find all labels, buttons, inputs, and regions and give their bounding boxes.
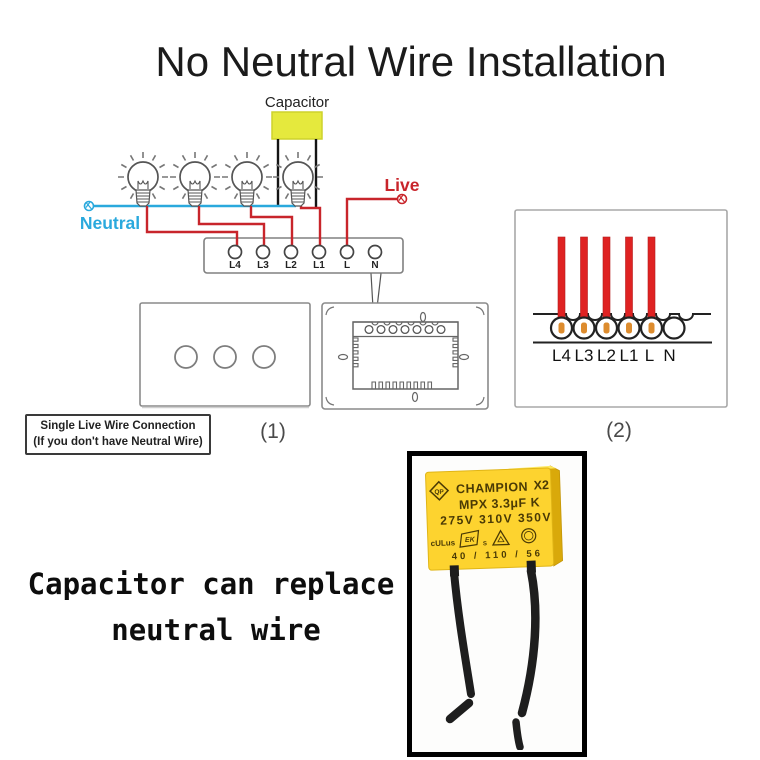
capacitor-body: QP CHAMPION X2 MPX 3.3μF K 275V 310V 350… <box>425 465 564 577</box>
panel2-caption: (2) <box>606 419 632 442</box>
capacitor-diagram-box <box>271 111 323 140</box>
note-line1: Single Live Wire Connection <box>40 420 196 432</box>
voltage-text: 275V 310V 350V <box>440 510 552 528</box>
enec-mark-icon: EK S <box>459 529 487 548</box>
svg-text:S: S <box>483 541 487 547</box>
svg-text:L2: L2 <box>597 346 616 365</box>
terminal-labels: L4 L3 L2 L1 L N <box>229 260 378 271</box>
svg-text:L: L <box>344 260 350 271</box>
live-wires <box>145 193 408 246</box>
qp-logo-icon <box>429 480 450 501</box>
touch-button <box>174 345 198 369</box>
svg-text:L4: L4 <box>552 346 571 365</box>
panel2-terminal-labels: L4 L3 L2 L1 L N <box>552 346 676 365</box>
capacitor-leads <box>276 139 318 208</box>
light-bulb-icon <box>221 151 273 207</box>
wire-ends <box>558 322 655 334</box>
mounting-holes <box>337 311 470 403</box>
series-text: X2 <box>533 478 549 493</box>
svg-text:L3: L3 <box>257 260 269 271</box>
wiring-diagram: Capacitor Neutral Live <box>80 94 728 443</box>
svg-text:L: L <box>645 346 654 365</box>
svg-text:L4: L4 <box>229 260 241 271</box>
circle-mark-icon <box>521 528 537 544</box>
terminal-holes <box>227 244 383 260</box>
brand-text: CHAMPION <box>456 480 529 497</box>
wire-l4 <box>145 206 239 246</box>
svg-text:EK: EK <box>465 537 476 544</box>
svg-text:N: N <box>663 346 675 365</box>
capacitor-photo: QP CHAMPION X2 MPX 3.3μF K 275V 310V 350… <box>407 451 587 757</box>
panel2: L4 L3 L2 L1 L N (2) <box>514 209 728 442</box>
neutral-label: Neutral <box>80 213 140 233</box>
live-label: Live <box>384 175 419 195</box>
caption-line1: Capacitor can replace <box>27 567 395 601</box>
capacitor-diagram-label: Capacitor <box>265 94 329 111</box>
ratings-text: 40 / 110 / 56 <box>452 548 544 562</box>
back-terminal-screws <box>364 324 446 335</box>
light-bulbs <box>117 151 324 207</box>
svg-text:L1: L1 <box>313 260 325 271</box>
light-bulb-icon <box>117 151 169 207</box>
page-title: No Neutral Wire Installation <box>155 38 667 85</box>
wire-live-in <box>345 197 397 245</box>
svg-text:L3: L3 <box>575 346 594 365</box>
light-bulb-icon <box>169 151 221 207</box>
terminal-block <box>203 237 404 274</box>
svg-text:L1: L1 <box>620 346 639 365</box>
caption-line2: neutral wire <box>111 613 321 647</box>
svg-text:L2: L2 <box>285 260 297 271</box>
wire-l3 <box>197 206 266 246</box>
panel1-caption: (1) <box>260 420 286 443</box>
single-live-wire-note: Single Live Wire Connection (If you don'… <box>25 414 211 456</box>
switch-front-panel <box>139 302 311 409</box>
wire-l2 <box>249 206 294 246</box>
note-line2: (If you don't have Neutral Wire) <box>33 435 203 448</box>
touch-button <box>252 345 276 369</box>
touch-button <box>213 345 237 369</box>
triangle-mark-icon <box>491 529 511 546</box>
capacitor-wires <box>445 566 540 751</box>
svg-text:N: N <box>371 260 378 271</box>
capacitor-photo-art: QP CHAMPION X2 MPX 3.3μF K 275V 310V 350… <box>425 465 564 751</box>
ul-mark: cULus <box>431 538 456 548</box>
qp-logo-text: QP <box>434 489 444 496</box>
switch-back-panel <box>321 302 489 410</box>
wire-l1 <box>299 206 322 246</box>
spec-text: MPX 3.3μF K <box>459 495 541 512</box>
